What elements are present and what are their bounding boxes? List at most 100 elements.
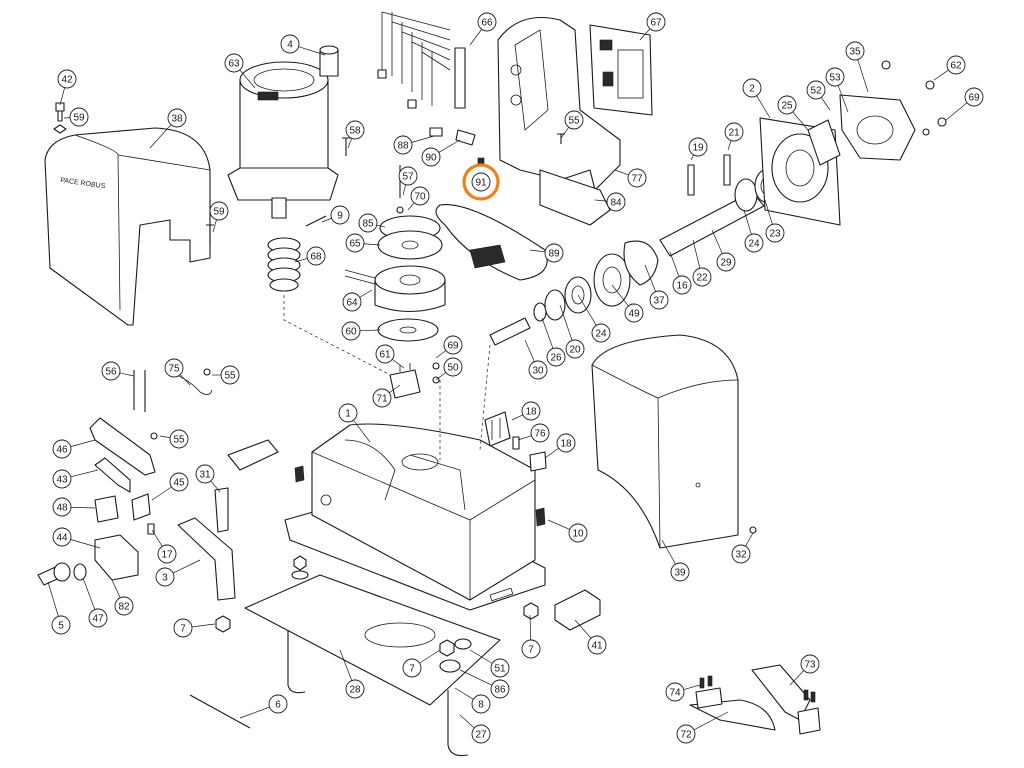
callout-label: 41 [591,641,603,652]
part-7c-nut [439,639,455,657]
callout-circle [744,233,764,253]
callout-circle [591,323,611,343]
leader-c76 [517,435,532,441]
callout-c89: 89 [544,243,564,263]
callout-label: 37 [653,296,665,307]
part-89-belt [435,203,548,281]
part-38-cover: PACE ROBUS [44,127,211,326]
part-72 [689,699,776,731]
part-73 [751,664,811,721]
callout-c66: 66 [477,12,497,32]
leader-c2 [756,95,771,119]
callout-circle [114,596,134,616]
callout-circle [724,122,744,142]
part-60-disc [377,318,439,342]
part-74c [803,689,809,701]
leader-c90 [438,139,461,153]
callout-label: 20 [569,345,581,356]
part-69b [432,362,440,370]
callout-c1: 1 [338,403,358,423]
highlight-ring [462,163,500,201]
callout-label: 84 [610,198,622,209]
part-75-wire [169,371,213,395]
callout-circle [52,527,72,547]
callout-c7a: 7 [173,618,193,638]
callout-circle [167,108,187,128]
leader-lines [47,28,968,731]
callout-circle [716,252,736,272]
part-69c [937,117,947,127]
callout-label: 63 [228,59,240,70]
leader-c50 [435,372,447,381]
callout-label: 82 [118,602,130,613]
callout-c49: 49 [624,303,644,323]
callout-c70: 70 [410,186,430,206]
callout-c5: 5 [51,615,71,635]
callout-c57: 57 [398,166,418,186]
leader-c3 [172,559,201,574]
callout-circle [330,205,350,225]
callout-label: 90 [425,153,437,164]
leader-c70 [407,202,415,211]
callout-circle [530,423,550,443]
callout-c25: 25 [777,95,797,115]
part-71-block [389,363,421,399]
callout-c26: 26 [546,347,566,367]
callout-circle [806,80,826,100]
leader-c38 [149,124,172,149]
callout-label: 72 [680,730,692,741]
callout-label: 17 [161,550,173,561]
callout-label: 65 [349,239,361,250]
callout-label: 1 [345,409,351,420]
callout-label: 45 [173,478,185,489]
leader-c69a [945,102,968,121]
leader-c29 [711,229,723,254]
leader-c18b [544,447,559,459]
callout-label: 69 [968,93,980,104]
part-74a [699,677,705,689]
callout-label: 9 [337,211,343,222]
callout-circle [477,12,497,32]
callout-label: 61 [379,350,391,361]
callout-label: 29 [720,258,732,269]
callout-label: 56 [105,367,117,378]
callout-circle [946,55,966,75]
callout-c42: 42 [57,69,77,89]
part-39-cover [591,334,739,549]
callout-circle [471,172,491,192]
leader-c20 [559,304,573,341]
callout-c67: 67 [646,12,666,32]
leader-c55a [560,127,570,139]
callout-circle [338,403,358,423]
callout-label: 16 [676,281,688,292]
leader-c55c [159,435,171,438]
callout-circle [676,724,696,744]
callout-label: 46 [56,445,68,456]
leader-c85 [376,224,386,228]
callout-circle [393,135,413,155]
part-18b [529,451,547,472]
callout-c27: 27 [471,724,491,744]
callout-label: 55 [224,371,236,382]
leader-c45 [151,486,172,501]
callout-label: 26 [550,353,562,364]
part-70-washer [396,206,404,214]
callout-label: 35 [849,47,861,58]
callout-label: 39 [674,568,686,579]
part-18-terminal [484,411,511,447]
callout-c88: 88 [393,135,413,155]
callout-circle [670,562,690,582]
callout-c61: 61 [375,344,395,364]
callout-label: 55 [568,116,580,127]
callout-c22: 22 [692,267,712,287]
callout-c64: 64 [342,292,362,312]
leader-c46 [70,439,96,447]
callout-c9: 9 [330,205,350,225]
callout-label: 18 [525,407,537,418]
leader-c68 [294,258,308,263]
part-62b [925,80,935,90]
callout-circle [731,544,751,564]
leader-c58 [347,138,353,149]
leader-c73 [789,670,805,686]
